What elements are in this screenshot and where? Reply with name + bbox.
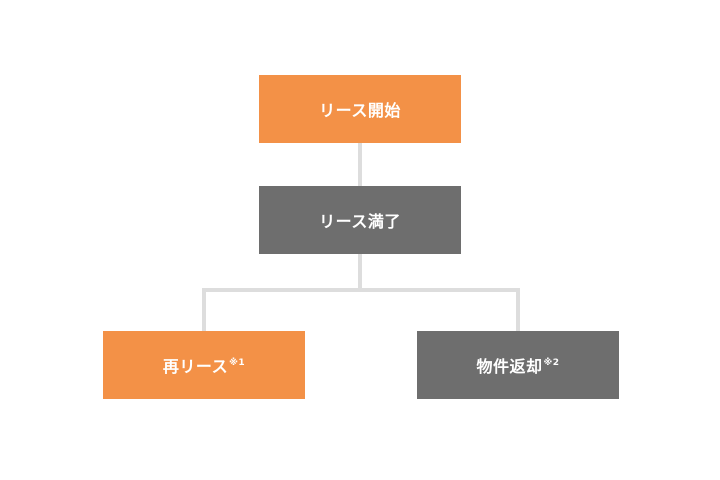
connector-horizontal	[202, 288, 520, 292]
node-re-lease: 再リース※1	[103, 331, 305, 399]
connector-start-to-end	[358, 143, 362, 186]
node-lease-end: リース満了	[259, 186, 461, 254]
node-return-property-label: 物件返却	[476, 357, 543, 376]
node-return-property-note: ※2	[543, 358, 560, 368]
node-lease-start: リース開始	[259, 75, 461, 143]
node-return-property: 物件返却※2	[417, 331, 619, 399]
connector-right-drop	[516, 288, 520, 331]
node-lease-start-label: リース開始	[319, 101, 401, 120]
connector-end-down	[358, 254, 362, 290]
connector-left-drop	[202, 288, 206, 331]
node-re-lease-label: 再リース	[162, 357, 229, 376]
node-lease-end-label: リース満了	[319, 212, 401, 231]
node-re-lease-note: ※1	[229, 358, 246, 368]
